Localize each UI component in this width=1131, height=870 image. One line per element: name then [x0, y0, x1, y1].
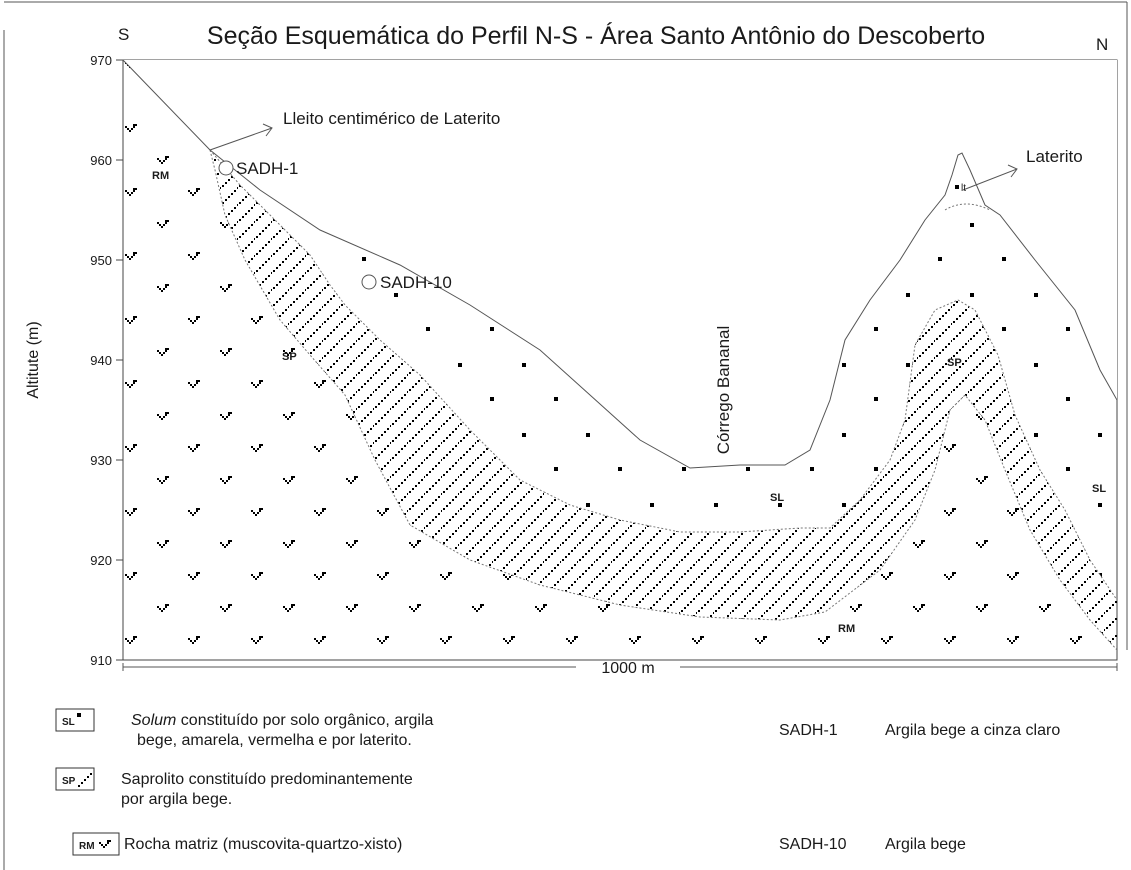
y-tick-label: 960 [90, 153, 112, 168]
laterito-arrow [962, 168, 1018, 191]
legend-sp-swatch [55, 767, 95, 791]
legend-sl-text-line2: bege, amarela, vermelha e por laterito. [137, 732, 412, 749]
scale-label: 1000 m [601, 660, 654, 677]
legend-rm-code: RM [79, 841, 95, 852]
lleito-arrow [209, 127, 273, 151]
sp-label: SP [947, 357, 962, 369]
sl-label: SL [1092, 483, 1106, 495]
legend-sl-code: SL [62, 717, 75, 728]
rock-matrix-zone [123, 60, 1117, 660]
arrowhead-icon [262, 123, 273, 137]
solum-saprolite-boundary [209, 149, 1117, 601]
legend-rm-swatch [72, 832, 120, 856]
sky-area [123, 60, 1117, 468]
y-tick-label: 950 [90, 253, 112, 268]
legend-sp-code: SP [62, 776, 76, 787]
rm-label: RM [838, 623, 855, 635]
laterito-label: Laterito [1026, 147, 1083, 166]
y-axis-title: Altitute (m) [25, 321, 42, 398]
solum-zone [210, 150, 1117, 600]
sp-label: SP [282, 351, 297, 363]
y-tick-label: 930 [90, 453, 112, 468]
scale-bar: 1000 m [122, 660, 1118, 677]
lt-label: lt [961, 183, 966, 194]
y-tick-label: 910 [90, 653, 112, 668]
annotations: Lleito centimérico de Laterito SADH-1 SA… [152, 109, 1106, 635]
sadh10-point-marker [361, 274, 377, 290]
sample-name: SADH-10 [779, 836, 847, 853]
arrowhead-icon [1007, 164, 1018, 178]
legend-sp-hatch [78, 773, 92, 787]
legend-sp-text-line1: Saprolito constituído predominantemente [121, 771, 413, 788]
legend-sl-swatch [55, 708, 95, 732]
sample-description: Argila bege [885, 836, 966, 853]
legend-sl-text-line1: Solum constituído por solo orgânico, arg… [131, 712, 434, 729]
diagram-title: Seção Esquemática do Perfil N-S - Área S… [207, 21, 985, 50]
y-tick-label: 920 [90, 553, 112, 568]
saprolite-zone [210, 150, 1117, 650]
legend-rm-text: Rocha matriz (muscovita-quartzo-xisto) [124, 836, 402, 853]
legend-sp-text-line2: por argila bege. [121, 791, 232, 808]
direction-south: S [118, 25, 129, 44]
sadh1-point-marker [218, 160, 234, 176]
y-axis: 970 960 950 940 930 920 910 Altitute (m) [25, 53, 123, 668]
rm-label: RM [152, 170, 169, 182]
saprolite-rock-boundary [209, 149, 1117, 651]
legend: SL Solum constituído por solo orgânico, … [55, 708, 1060, 856]
sample-name: SADH-1 [779, 722, 838, 739]
lleito-label: Lleito centimérico de Laterito [283, 109, 500, 128]
sadh10-label: SADH-10 [380, 273, 452, 292]
y-tick-label: 940 [90, 353, 112, 368]
sample-description: Argila bege a cinza claro [885, 722, 1060, 739]
sl-label: SL [770, 492, 784, 504]
corrego-label: Córrego Bananal [714, 326, 733, 455]
sadh1-label: SADH-1 [236, 159, 298, 178]
terrain-surface [123, 60, 1117, 469]
direction-north: N [1096, 35, 1108, 54]
y-tick-label: 970 [90, 53, 112, 68]
legend-sl-dot [77, 713, 81, 717]
laterite-dot [955, 185, 959, 189]
